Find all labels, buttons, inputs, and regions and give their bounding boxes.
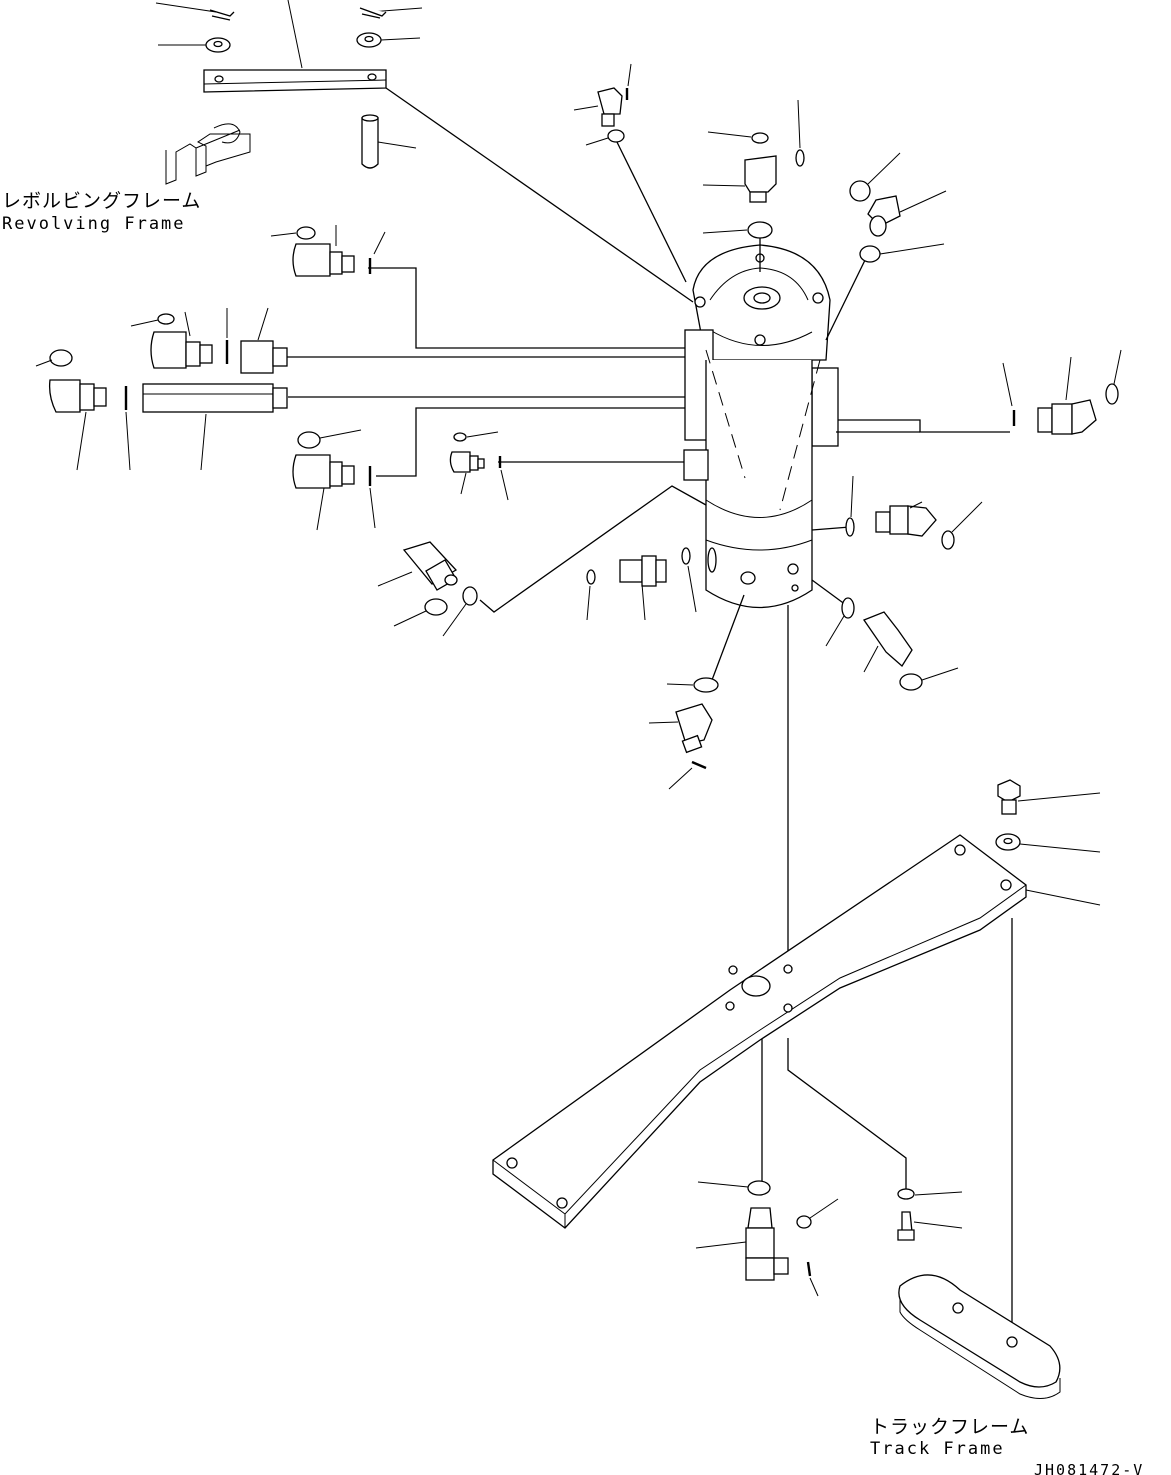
revolving-frame-label-jp: レボルビングフレーム	[2, 190, 202, 212]
center-swivel-joint	[683, 244, 839, 609]
drawing-code: JH081472-V	[1034, 1461, 1145, 1475]
bottom-fittings	[695, 1180, 963, 1297]
track-frame-label-jp: トラックフレーム	[870, 1416, 1030, 1438]
lock-plate-assembly	[155, 0, 694, 303]
revolving-frame-label-en: Revolving Frame	[2, 214, 186, 234]
top-fittings	[573, 63, 947, 263]
track-frame-label-en: Track Frame	[870, 1439, 1005, 1459]
track-frame-shoe	[898, 1274, 1061, 1399]
right-fittings	[586, 349, 1122, 790]
hydraulic-lines	[286, 135, 1013, 1332]
left-fittings	[35, 225, 509, 637]
track-frame-plate	[492, 779, 1101, 1229]
